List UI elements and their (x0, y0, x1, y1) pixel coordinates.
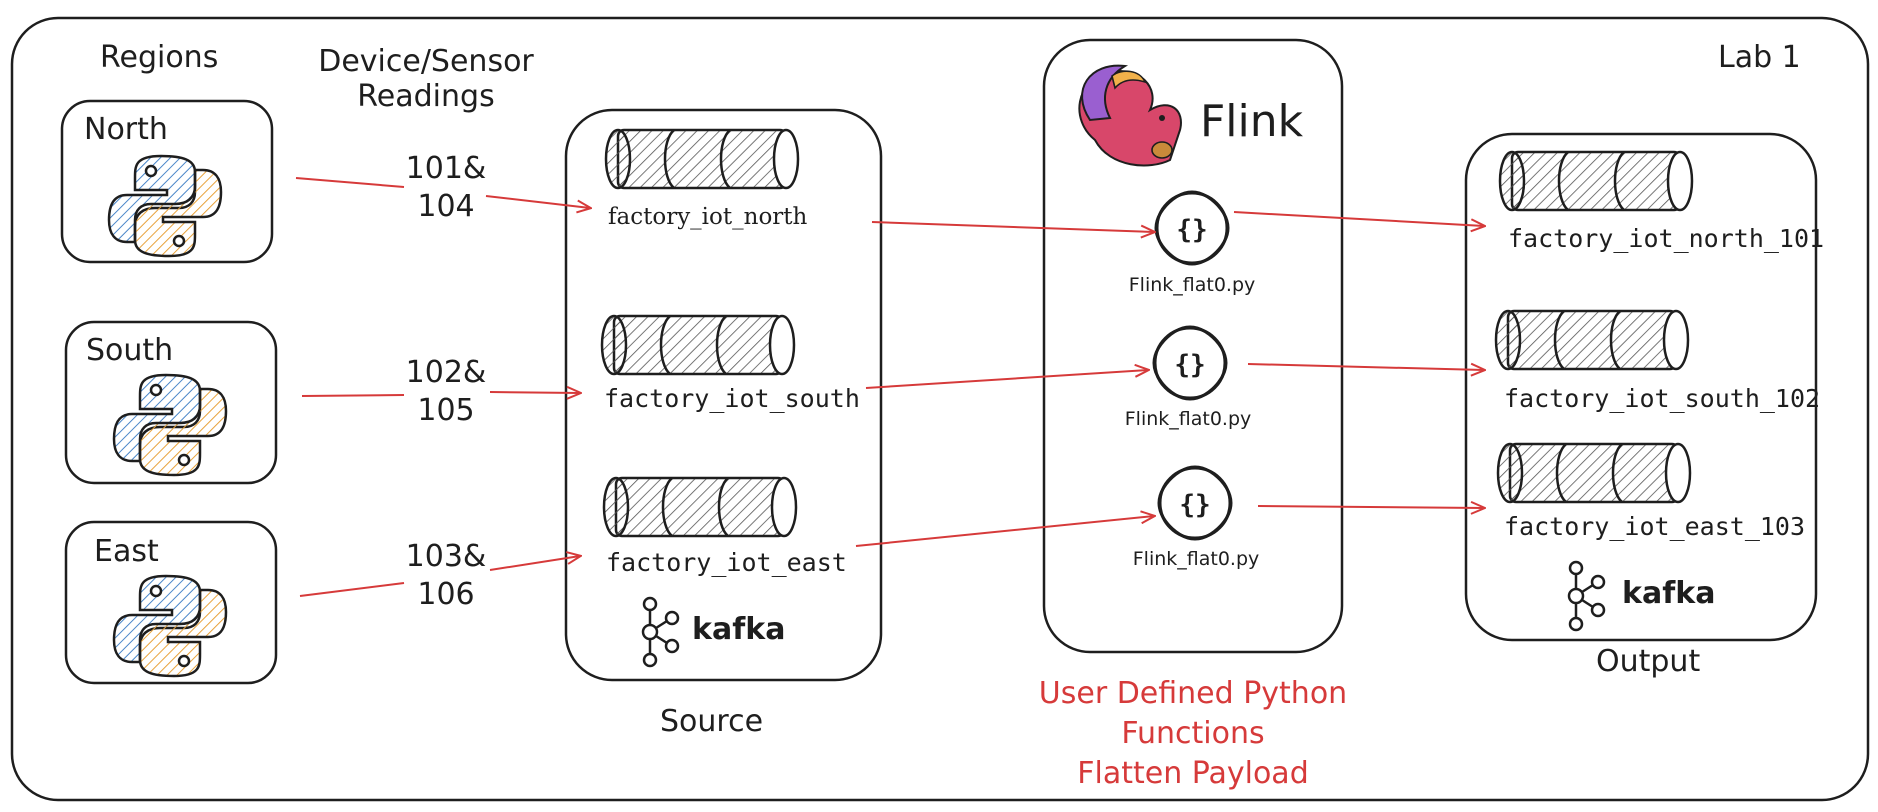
kafka-label-source: kafka (692, 612, 786, 647)
source-container (564, 108, 883, 682)
arrows-regions-to-source (295, 177, 590, 597)
flink-container (1042, 38, 1344, 654)
readings-header-line2: Readings (357, 79, 495, 114)
topic-cylinder-south (600, 314, 796, 376)
regions-header: Regions (100, 40, 219, 75)
topic-cylinder-east (602, 476, 798, 538)
udf-braces-north: {} (1176, 215, 1207, 245)
python-icon-north (107, 154, 223, 258)
output-topic-east: factory_iot_east_103 (1504, 512, 1806, 541)
arrow-east-b (489, 556, 580, 571)
udf-braces-east: {} (1179, 490, 1210, 520)
output-label: Output (1596, 644, 1701, 679)
arrows-source-to-flink (855, 221, 1154, 547)
source-topic-north: factory_iot_north (608, 204, 808, 230)
flink-caption-line1: User Defined Python (1038, 676, 1348, 711)
arrow-out-east (1257, 506, 1484, 508)
reading-line1-south: 102& (405, 355, 487, 390)
flink-title: Flink (1200, 96, 1304, 147)
flink-job-east: Flink_flat0.py (1132, 548, 1260, 570)
flink-caption-line2: Functions (1121, 716, 1265, 751)
kafka-icon-source (641, 596, 680, 668)
reading-ids-south: 102& 105 (394, 354, 498, 430)
flink-caption-line3: Flatten Payload (1077, 756, 1309, 791)
region-box-north (60, 99, 274, 264)
reading-line2-south: 105 (417, 393, 475, 428)
arrow-source-south (865, 370, 1148, 389)
udf-braces-south: {} (1174, 350, 1205, 380)
reading-line1-east: 103& (405, 539, 487, 574)
output-topic-north: factory_iot_north_101 (1508, 224, 1825, 253)
arrow-east-a (299, 582, 405, 597)
arrow-out-north (1233, 211, 1484, 226)
region-box-south (64, 320, 278, 485)
source-topic-south: factory_iot_south (604, 384, 860, 413)
output-topic-south: factory_iot_south_102 (1504, 384, 1821, 413)
arrow-source-east (855, 516, 1154, 547)
python-icon-south (112, 373, 228, 477)
reading-line2-north: 104 (417, 189, 475, 224)
source-label: Source (660, 704, 764, 739)
source-topic-east: factory_iot_east (606, 548, 847, 577)
arrow-north-b (485, 195, 590, 208)
arrow-south-a (301, 394, 405, 397)
flink-job-north: Flink_flat0.py (1128, 274, 1256, 296)
output-container (1464, 132, 1818, 642)
readings-header-line1: Device/Sensor (318, 44, 534, 79)
reading-ids-north: 101& 104 (394, 150, 498, 226)
flink-squirrel-icon (1078, 64, 1182, 167)
python-icon-east (112, 574, 228, 678)
reading-line2-east: 106 (417, 577, 475, 612)
output-cylinder-south (1494, 309, 1690, 371)
flink-caption: User Defined Python Functions Flatten Pa… (1008, 674, 1378, 794)
lab-label: Lab 1 (1718, 40, 1801, 75)
reading-ids-east: 103& 106 (394, 538, 498, 614)
region-name-north: North (84, 112, 168, 147)
kafka-icon-output (1567, 560, 1606, 632)
flink-job-south: Flink_flat0.py (1124, 408, 1252, 430)
output-cylinder-east (1496, 442, 1692, 504)
arrow-south-b (489, 392, 580, 393)
kafka-label-output: kafka (1622, 576, 1716, 611)
topic-cylinder-north (604, 128, 800, 190)
output-cylinder-north (1498, 150, 1694, 212)
reading-line1-north: 101& (405, 151, 487, 186)
arrow-north-a (295, 177, 405, 188)
arrow-out-south (1247, 364, 1484, 370)
readings-header: Device/Sensor Readings (308, 44, 544, 114)
region-box-east (64, 520, 278, 685)
region-name-east: East (94, 534, 159, 569)
outer-frame (10, 16, 1870, 802)
arrow-source-north (871, 221, 1154, 232)
region-name-south: South (86, 333, 174, 368)
arrows-flink-to-output (1233, 211, 1484, 508)
